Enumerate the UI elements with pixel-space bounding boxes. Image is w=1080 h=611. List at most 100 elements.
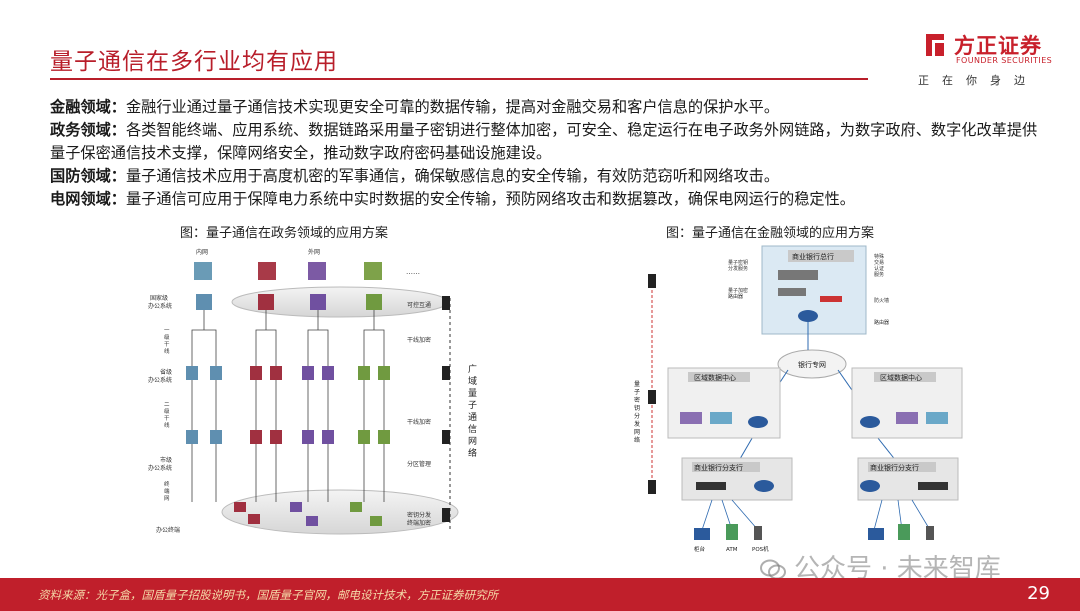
label-city: 市级 [160, 456, 172, 464]
page-number: 29 [1027, 583, 1050, 604]
key-node-icon [648, 274, 656, 288]
server-icon [680, 412, 702, 424]
key-server-icon [778, 270, 818, 280]
key-dist-net-label: 量 子 密 钥 分 发 网 络 [634, 381, 640, 444]
paragraph-text: 金融行业通过量子通信技术实现更安全可靠的数据传输，提高对金融交易和客户信息的保护… [125, 98, 779, 116]
atm-icon [726, 524, 738, 540]
paragraph-text: 量子通信可应用于保障电力系统中实时数据的安全传输，预防网络攻击和数据篡改，确保电… [125, 190, 855, 208]
pos-icon [754, 526, 762, 540]
paragraph-text: 各类智能终端、应用系统、数据链路采用量子密钥进行整体加密，可安全、稳定运行在电子… [50, 121, 1038, 162]
svg-text:线: 线 [164, 347, 170, 355]
logo-slogan: 正在你身边 [918, 74, 1038, 87]
provincial-nodes [186, 366, 450, 380]
router-icon [748, 416, 768, 428]
svg-text:通: 通 [468, 412, 477, 423]
special-services-label: 特殊 交易 认证 服务 [874, 253, 884, 278]
dc-right-title-bar [874, 372, 936, 382]
router-icon [754, 480, 774, 492]
terminal-links [701, 499, 931, 531]
svg-text:级: 级 [164, 407, 170, 415]
pos-icon [926, 526, 934, 540]
paragraph-defense: 国防领域：量子通信技术应用于高度机密的军事通信，确保敏感信息的安全传输，有效防范… [50, 165, 1040, 188]
svg-text:干: 干 [164, 341, 170, 348]
svg-text:端: 端 [164, 487, 170, 495]
counter-icon [868, 528, 884, 540]
top-buildings [194, 262, 382, 280]
dc-left-title-bar [688, 372, 750, 382]
svg-text:网: 网 [468, 436, 477, 447]
terminal-nodes [234, 502, 450, 526]
atm-icon [898, 524, 910, 540]
trunk-labels: 一 级 干 线 二 级 干 线 终 端 网 [164, 328, 170, 502]
svg-text:量: 量 [634, 381, 640, 388]
server-icon [710, 412, 732, 424]
label-branch-mgmt: 分区管理 [407, 460, 431, 468]
national-nodes [196, 294, 450, 310]
paragraph-text: 量子通信技术应用于高度机密的军事通信，确保敏感信息的安全传输，有效防范窃听和网络… [125, 167, 779, 185]
router-icon [860, 416, 880, 428]
building-icon [364, 262, 382, 280]
svg-text:网: 网 [634, 429, 640, 436]
svg-text:量: 量 [468, 388, 477, 399]
svg-text:服务: 服务 [874, 271, 884, 278]
svg-text:密: 密 [634, 396, 640, 404]
svg-text:级: 级 [164, 333, 170, 341]
label-branch-right: 商业银行分支行 [870, 463, 919, 472]
building-icon [194, 262, 212, 280]
branch-right-title-bar [868, 462, 936, 472]
label-national-sub: 办公系统 [148, 302, 172, 310]
paragraph-label: 电网领域： [50, 190, 126, 208]
encryptor-icon [696, 482, 726, 490]
bottom-network-cloud [221, 489, 459, 535]
firewall-icon [820, 296, 842, 302]
svg-text:发: 发 [634, 420, 640, 428]
city-nodes [186, 430, 450, 444]
svg-text:二: 二 [164, 402, 170, 408]
svg-text:络: 络 [468, 447, 477, 459]
slide-title: 量子通信在多行业均有应用 [50, 49, 338, 75]
label-national: 国家级 [150, 294, 168, 302]
svg-text:一: 一 [164, 328, 170, 334]
label-router: 路由器 [874, 319, 889, 326]
logo-en-text: FOUNDER SECURITIES [956, 56, 1053, 65]
label-controlled: 可控互通 [407, 301, 431, 309]
founder-logo-icon [926, 34, 944, 56]
finance-network-diagram: 商业银行总行 量子密钥 分发服务 量子加密 路由器 特殊 交易 认证 服务 防火… [634, 245, 963, 553]
paragraph-label: 国防领域： [50, 167, 126, 185]
founder-logo: 方正证券 FOUNDER SECURITIES 正在你身边 [918, 28, 1058, 90]
tree-lines [191, 310, 385, 502]
svg-text:分: 分 [634, 412, 640, 420]
paragraph-label: 金融领域： [50, 98, 126, 116]
svg-text:终: 终 [164, 480, 170, 488]
encryptor-icon [778, 288, 806, 296]
svg-text:子: 子 [634, 389, 640, 396]
label-hq: 商业银行总行 [792, 252, 834, 261]
footer-bar [0, 578, 1080, 611]
figure-left-caption: 图：量子通信在政务领域的应用方案 [180, 226, 389, 241]
hq-title-bar [788, 250, 854, 262]
label-dc-left: 区域数据中心 [694, 373, 736, 382]
svg-text:干: 干 [164, 415, 170, 422]
svg-text:络: 络 [634, 436, 640, 444]
label-encryptor-sub: 路由器 [728, 293, 743, 300]
svg-text:信: 信 [468, 423, 477, 435]
building-icon [258, 262, 276, 280]
encryptor-icon [918, 482, 948, 490]
body-text: 金融领域：金融行业通过量子通信技术实现更安全可靠的数据传输，提高对金融交易和客户… [50, 96, 1040, 211]
label-office-terminal: 办公终端 [156, 526, 180, 534]
label-key-dist-sub: 终端加密 [407, 519, 431, 527]
svg-text:特殊: 特殊 [874, 253, 884, 260]
key-node-icon [648, 390, 656, 404]
government-network-diagram: 内网 外网 …… 国家级 办公系统 可控互通 省级 办公系统 [148, 248, 477, 535]
svg-text:交易: 交易 [874, 259, 884, 266]
label-pos: POS机 [752, 545, 769, 553]
label-city-sub: 办公系统 [148, 464, 172, 472]
label-private-net: 银行专网 [798, 360, 826, 369]
svg-text:线: 线 [164, 421, 170, 429]
logo-cn-text: 方正证券 [954, 34, 1042, 58]
branch-left-title-bar [692, 462, 760, 472]
label-atm: ATM [726, 547, 738, 553]
key-node-icon [648, 480, 656, 494]
svg-text:认证: 认证 [874, 265, 884, 272]
label-trunk-enc2: 干线加密 [407, 418, 431, 426]
